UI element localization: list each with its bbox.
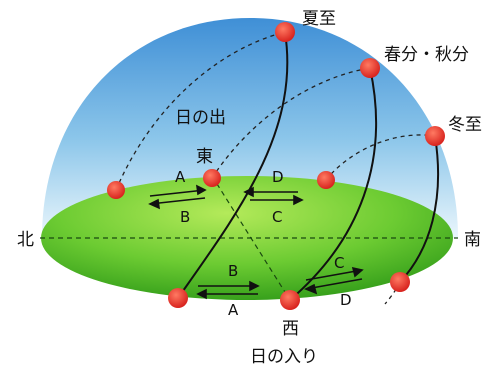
south-label: 南: [464, 230, 481, 250]
west-arrows-right: [304, 266, 364, 295]
winter-solstice-label: 冬至: [448, 115, 482, 135]
north-label: 北: [17, 230, 34, 250]
arrow-label-east-left-bottom: B: [180, 208, 190, 226]
summer-noon-sun-marker: [275, 22, 295, 42]
summer-path-front: [177, 31, 289, 299]
east-arrows-right: [243, 186, 304, 206]
west-arrows-left: [196, 280, 260, 300]
arrow-label-east-right-top: D: [272, 168, 284, 186]
equinox-sunset-marker: [280, 290, 300, 310]
arrow-label-east-right-bottom: C: [272, 208, 282, 226]
arrow-label-west-right-bottom: D: [340, 291, 352, 309]
sunrise-label: 日の出: [175, 108, 226, 128]
equinox-sunrise-marker: [203, 169, 221, 187]
sky-dome: [42, 18, 458, 238]
east-west-line: [211, 175, 291, 301]
winter-sunrise-marker: [317, 171, 335, 189]
equinox-path-back: [211, 67, 371, 179]
arrow-label-west-left-top: B: [228, 262, 238, 280]
west-label: 西: [282, 319, 299, 339]
arrow-label-west-right-top: C: [334, 254, 344, 272]
summer-sunset-marker: [168, 288, 188, 308]
summer-sunrise-marker: [107, 181, 125, 199]
equinox-label: 春分・秋分: [384, 45, 469, 65]
east-arrows-left: [148, 184, 207, 210]
summer-solstice-label: 夏至: [302, 9, 336, 29]
arrow-label-east-left-top: A: [175, 168, 186, 186]
east-label: 東: [196, 147, 213, 167]
winter-path-front: [399, 135, 440, 283]
sunset-label: 日の入り: [250, 347, 318, 367]
arrow-label-west-left-bottom: A: [228, 301, 239, 319]
winter-sunset-marker: [390, 272, 410, 292]
summer-path-back: [115, 31, 286, 191]
winter-noon-sun-marker: [425, 126, 445, 146]
equinox-noon-sun-marker: [360, 58, 380, 78]
equinox-path-front: [289, 67, 377, 301]
